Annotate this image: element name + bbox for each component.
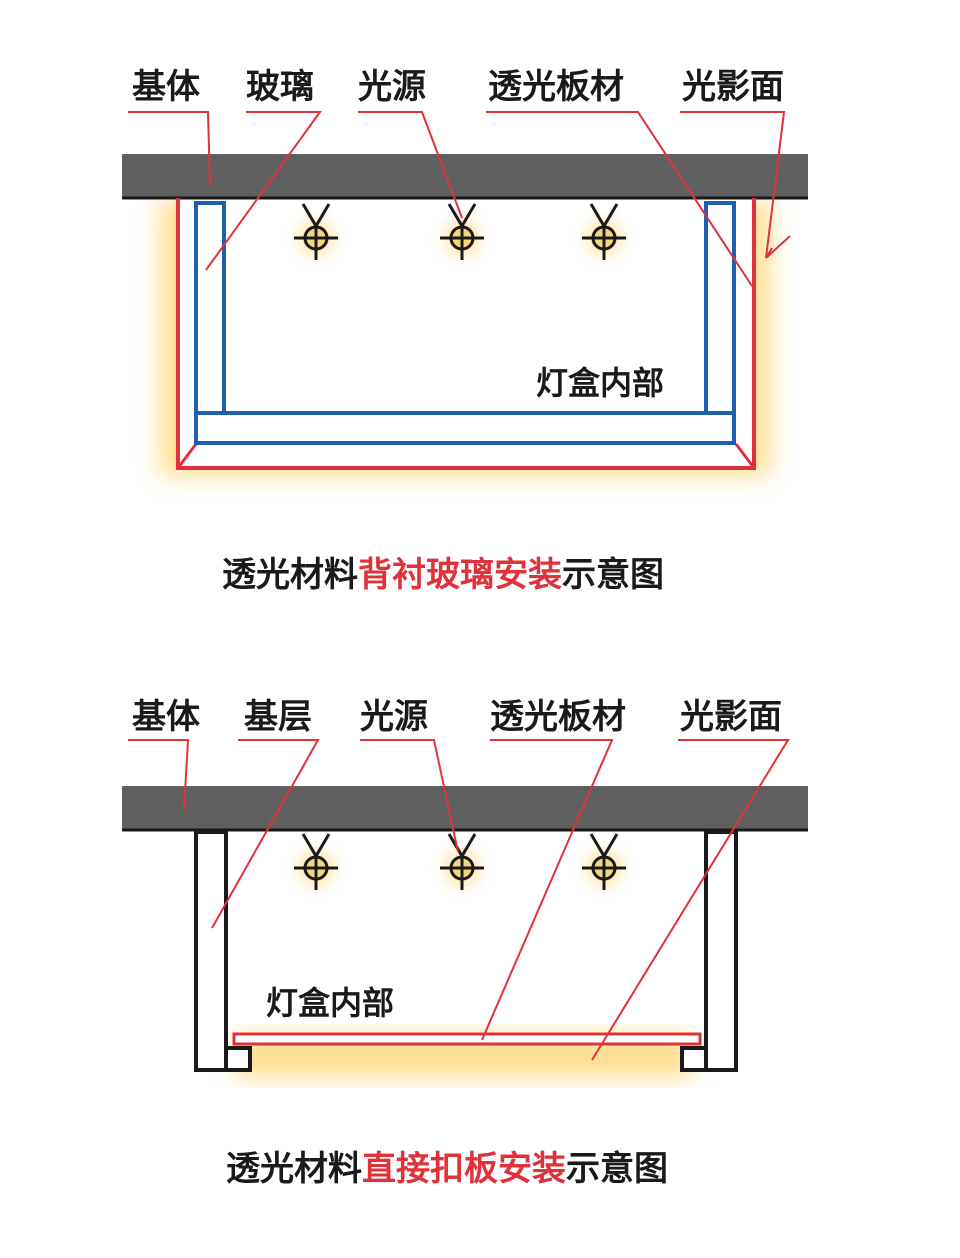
caption-suffix: 示意图	[566, 1149, 668, 1189]
label-base: 基体	[132, 697, 200, 737]
translucent-panel	[176, 198, 756, 470]
leader-glass	[205, 111, 322, 271]
label-light-surface: 光影面	[680, 697, 782, 737]
caption-highlight: 背衬玻璃安装	[358, 555, 562, 595]
base-slab	[122, 154, 808, 198]
leader-panel	[486, 111, 753, 287]
caption-suffix: 示意图	[562, 555, 664, 595]
leader-light-source	[360, 739, 459, 853]
leader-light-source	[358, 111, 463, 219]
label-glass: 玻璃	[246, 67, 314, 107]
label-base: 基体	[132, 67, 200, 107]
diagram-back-glass: 基体 玻璃 光源 透光板材 光影面 灯盒内部 透光材料背衬玻璃安装示意图	[122, 67, 808, 595]
light-fixture-icon	[582, 834, 626, 890]
label-light-surface: 光影面	[682, 67, 784, 107]
label-box-interior: 灯盒内部	[266, 984, 394, 1022]
leader-light-surface	[591, 739, 790, 1061]
caption: 透光材料背衬玻璃安装示意图	[222, 555, 664, 595]
caption: 透光材料直接扣板安装示意图	[226, 1149, 668, 1189]
light-fixture-icon	[294, 834, 338, 890]
label-box-interior: 灯盒内部	[536, 364, 664, 402]
leader-light-surface	[680, 111, 786, 259]
translucent-panel	[232, 1032, 702, 1046]
leader-base	[128, 739, 190, 811]
caption-highlight: 直接扣板安装	[362, 1149, 566, 1189]
base-layer	[194, 830, 738, 1072]
label-base-layer: 基层	[244, 697, 312, 737]
leader-panel	[481, 739, 614, 1041]
diagram-direct-panel: 基体 基层 光源 透光板材 光影面 灯盒内部 透光材料直接扣板安装示意图	[122, 697, 808, 1189]
light-fixture-icon	[440, 834, 484, 890]
caption-prefix: 透光材料	[226, 1149, 362, 1189]
caption-prefix: 透光材料	[222, 555, 358, 595]
base-slab	[122, 786, 808, 830]
label-translucent-panel: 透光板材	[490, 697, 626, 737]
leader-base	[128, 111, 211, 187]
leader-base-layer	[211, 739, 320, 929]
glass-frame	[194, 201, 736, 445]
label-light-source: 光源	[358, 67, 426, 107]
label-light-source: 光源	[360, 697, 428, 737]
label-translucent-panel: 透光板材	[488, 67, 624, 107]
